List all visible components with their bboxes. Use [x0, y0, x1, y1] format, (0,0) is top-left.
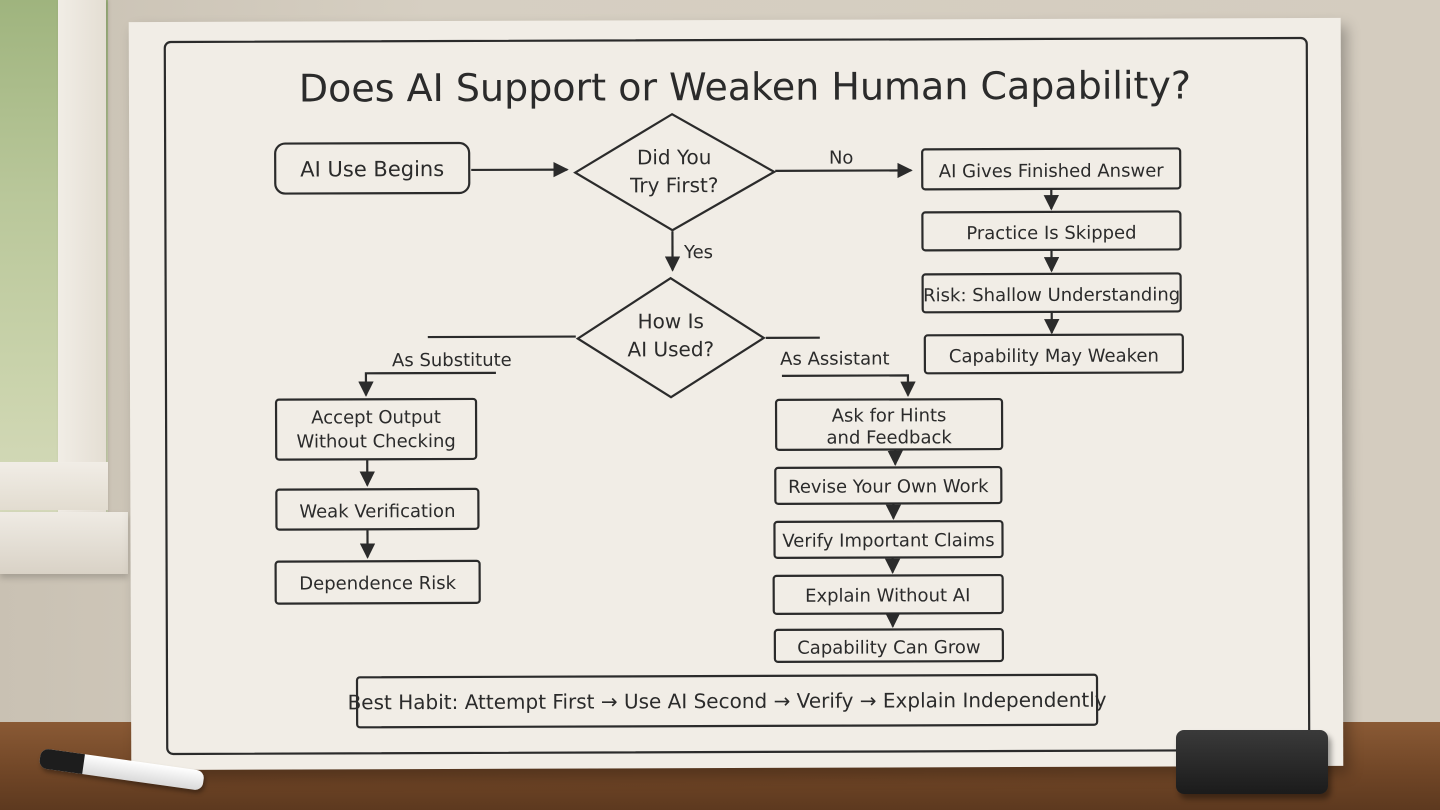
- yes-branch-label: Yes: [683, 242, 713, 263]
- no-path-label-1: AI Gives Finished Answer: [939, 161, 1165, 183]
- assistant-box-3: [773, 519, 1004, 559]
- no-path-label-3: Risk: Shallow Understanding: [923, 284, 1180, 306]
- start-node-box: [274, 141, 471, 195]
- assistant-label-3: Verify Important Claims: [782, 530, 994, 552]
- no-path-box-3: [921, 272, 1182, 314]
- assistant-label-2: Revise Your Own Work: [788, 476, 989, 498]
- decision-how-used-line1: How Is: [638, 309, 704, 333]
- substitute-box-2: [275, 487, 480, 531]
- assistant-box-1: [774, 397, 1004, 451]
- substitute-branch-label: As Substitute: [392, 350, 512, 371]
- substitute-label-1b: Without Checking: [296, 431, 455, 453]
- window-sill: [0, 512, 128, 574]
- no-path-box-1: [921, 147, 1182, 191]
- no-path: AI Gives Finished Answer Practice Is Ski…: [921, 147, 1185, 375]
- no-path-label-2: Practice Is Skipped: [966, 223, 1136, 245]
- substitute-branch-arrow: [358, 371, 496, 397]
- no-path-label-4: Capability May Weaken: [949, 346, 1159, 368]
- best-habit-box: [355, 673, 1099, 729]
- substitute-box-3: [274, 559, 481, 605]
- decision-try-first: [573, 112, 777, 232]
- decision-try-first-line1: Did You: [637, 145, 712, 169]
- decision-how-used-line2: AI Used?: [627, 337, 714, 361]
- flowchart: Does AI Support or Weaken Human Capabili…: [163, 36, 1311, 756]
- assistant-label-5: Capability Can Grow: [797, 637, 980, 659]
- best-habit-text: Best Habit: Attempt First → Use AI Secon…: [348, 688, 1107, 715]
- substitute-path: Accept Output Without Checking Weak Veri…: [274, 397, 481, 605]
- start-node-label: AI Use Begins: [300, 157, 444, 182]
- window-frame-crossbar: [0, 462, 108, 510]
- assistant-path: Ask for Hints and Feedback Revise Your O…: [772, 397, 1005, 663]
- assistant-branch-arrow: [781, 374, 916, 397]
- substitute-label-3: Dependence Risk: [299, 573, 456, 595]
- assistant-box-5: [773, 627, 1005, 663]
- assistant-branch-label: As Assistant: [780, 348, 889, 369]
- no-path-box-2: [921, 210, 1182, 252]
- whiteboard: Does AI Support or Weaken Human Capabili…: [128, 17, 1344, 771]
- substitute-box-1: [274, 397, 478, 461]
- no-branch-label: No: [829, 148, 854, 169]
- substitute-branch-line: [427, 335, 576, 339]
- decision-how-used: [575, 276, 766, 399]
- no-path-box-4: [923, 333, 1185, 375]
- assistant-label-4: Explain Without AI: [805, 585, 970, 607]
- assistant-box-2: [774, 465, 1003, 505]
- substitute-label-1a: Accept Output: [311, 407, 441, 428]
- whiteboard-eraser: [1176, 730, 1328, 794]
- window-frame: [58, 0, 106, 520]
- assistant-label-1b: and Feedback: [826, 427, 952, 448]
- substitute-label-2: Weak Verification: [299, 501, 455, 523]
- decision-try-first-line2: Try First?: [629, 173, 718, 197]
- assistant-label-1a: Ask for Hints: [832, 405, 947, 426]
- board-border: [163, 36, 1311, 756]
- diagram-title: Does AI Support or Weaken Human Capabili…: [299, 63, 1191, 110]
